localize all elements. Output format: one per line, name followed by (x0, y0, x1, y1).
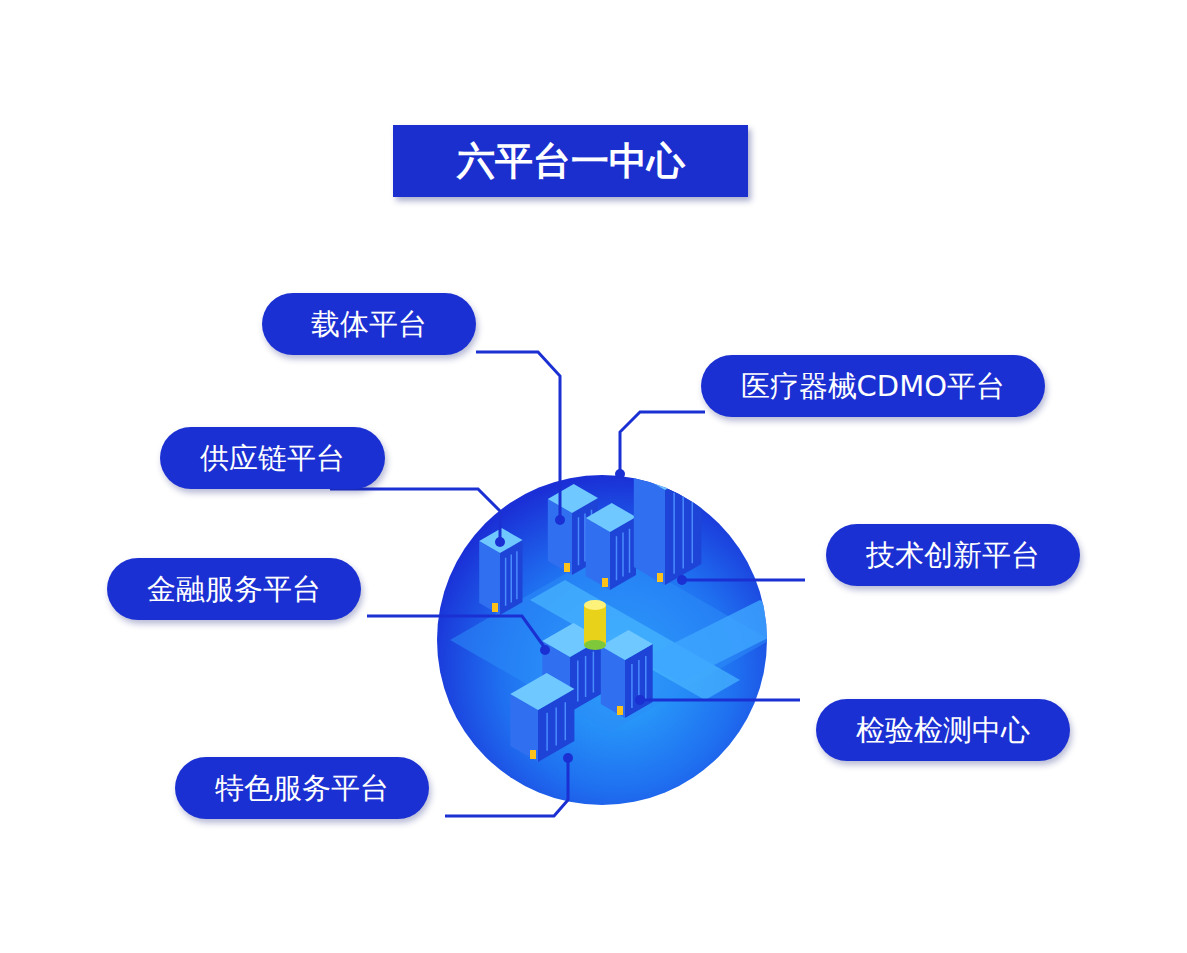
building-roof (634, 451, 702, 490)
leader-line (330, 489, 500, 540)
lit-door (530, 750, 536, 759)
title-text: 六平台一中心 (457, 136, 685, 187)
window-strip (511, 555, 513, 603)
platform-pill: 技术创新平台 (826, 524, 1080, 587)
window-strip (682, 488, 684, 569)
city-scene (450, 451, 800, 762)
leader-dot (555, 515, 565, 525)
yellow-tower (584, 600, 606, 650)
leader-line (620, 412, 705, 472)
window-strip (673, 493, 675, 574)
window-strip (577, 661, 579, 702)
platform-label: 医疗器械CDMO平台 (741, 369, 1005, 404)
building-face (500, 540, 523, 615)
building-face (665, 469, 701, 585)
platform-pill: 医疗器械CDMO平台 (701, 355, 1045, 418)
window-strip (629, 529, 631, 573)
tower-top (584, 600, 606, 610)
lit-door (657, 573, 663, 582)
building (634, 451, 702, 585)
leader-lines (330, 352, 805, 816)
window-strip (516, 551, 518, 599)
tower-base (584, 640, 606, 650)
leader-dot (677, 575, 687, 585)
window-strip (584, 514, 586, 562)
window-strip (555, 708, 557, 746)
tower-body (584, 605, 606, 645)
platform-pill: 载体平台 (262, 293, 476, 356)
window-strip (546, 713, 548, 751)
platform (640, 600, 800, 682)
window-strip (645, 656, 647, 700)
leader-line (640, 699, 800, 702)
building-roof (601, 630, 653, 660)
platform-pill: 检验检测中心 (816, 699, 1070, 762)
platform-label: 特色服务平台 (215, 771, 389, 806)
lit-door (617, 706, 623, 715)
platform-label: 供应链平台 (200, 441, 345, 476)
leader-line (476, 352, 560, 518)
platform-label: 金融服务平台 (147, 572, 321, 607)
window-strip (622, 533, 624, 577)
leader-dot (563, 753, 573, 763)
window-strip (505, 558, 507, 606)
leader-line (445, 760, 568, 816)
platform-label: 技术创新平台 (866, 538, 1040, 573)
building (601, 630, 653, 718)
building (586, 503, 636, 590)
leader-line (682, 579, 805, 582)
window-strip (593, 652, 595, 693)
lit-door (602, 578, 608, 587)
platform-label: 检验检测中心 (856, 713, 1030, 748)
platform-pill: 供应链平台 (160, 427, 385, 490)
title-banner: 六平台一中心 (393, 125, 748, 197)
platform-pill: 金融服务平台 (107, 558, 361, 621)
window-strip (631, 664, 633, 708)
lit-door (492, 603, 498, 612)
building (510, 673, 574, 762)
building-roof (586, 503, 636, 532)
building (479, 528, 522, 615)
lit-door (564, 563, 570, 572)
leader-line (367, 616, 545, 648)
leader-dot (635, 695, 645, 705)
leader-dot (540, 645, 550, 655)
leader-dot (615, 469, 625, 479)
building-face (479, 541, 500, 615)
leader-dots (495, 469, 687, 763)
platform-pill: 特色服务平台 (175, 757, 429, 820)
window-strip (616, 536, 618, 580)
building-roof (548, 484, 598, 513)
window-strip (692, 482, 694, 563)
window-strip (578, 517, 580, 565)
window-strip (585, 656, 587, 697)
leader-dot (495, 537, 505, 547)
building-face (634, 472, 665, 585)
platform-label: 载体平台 (311, 307, 427, 342)
window-strip (565, 702, 567, 740)
